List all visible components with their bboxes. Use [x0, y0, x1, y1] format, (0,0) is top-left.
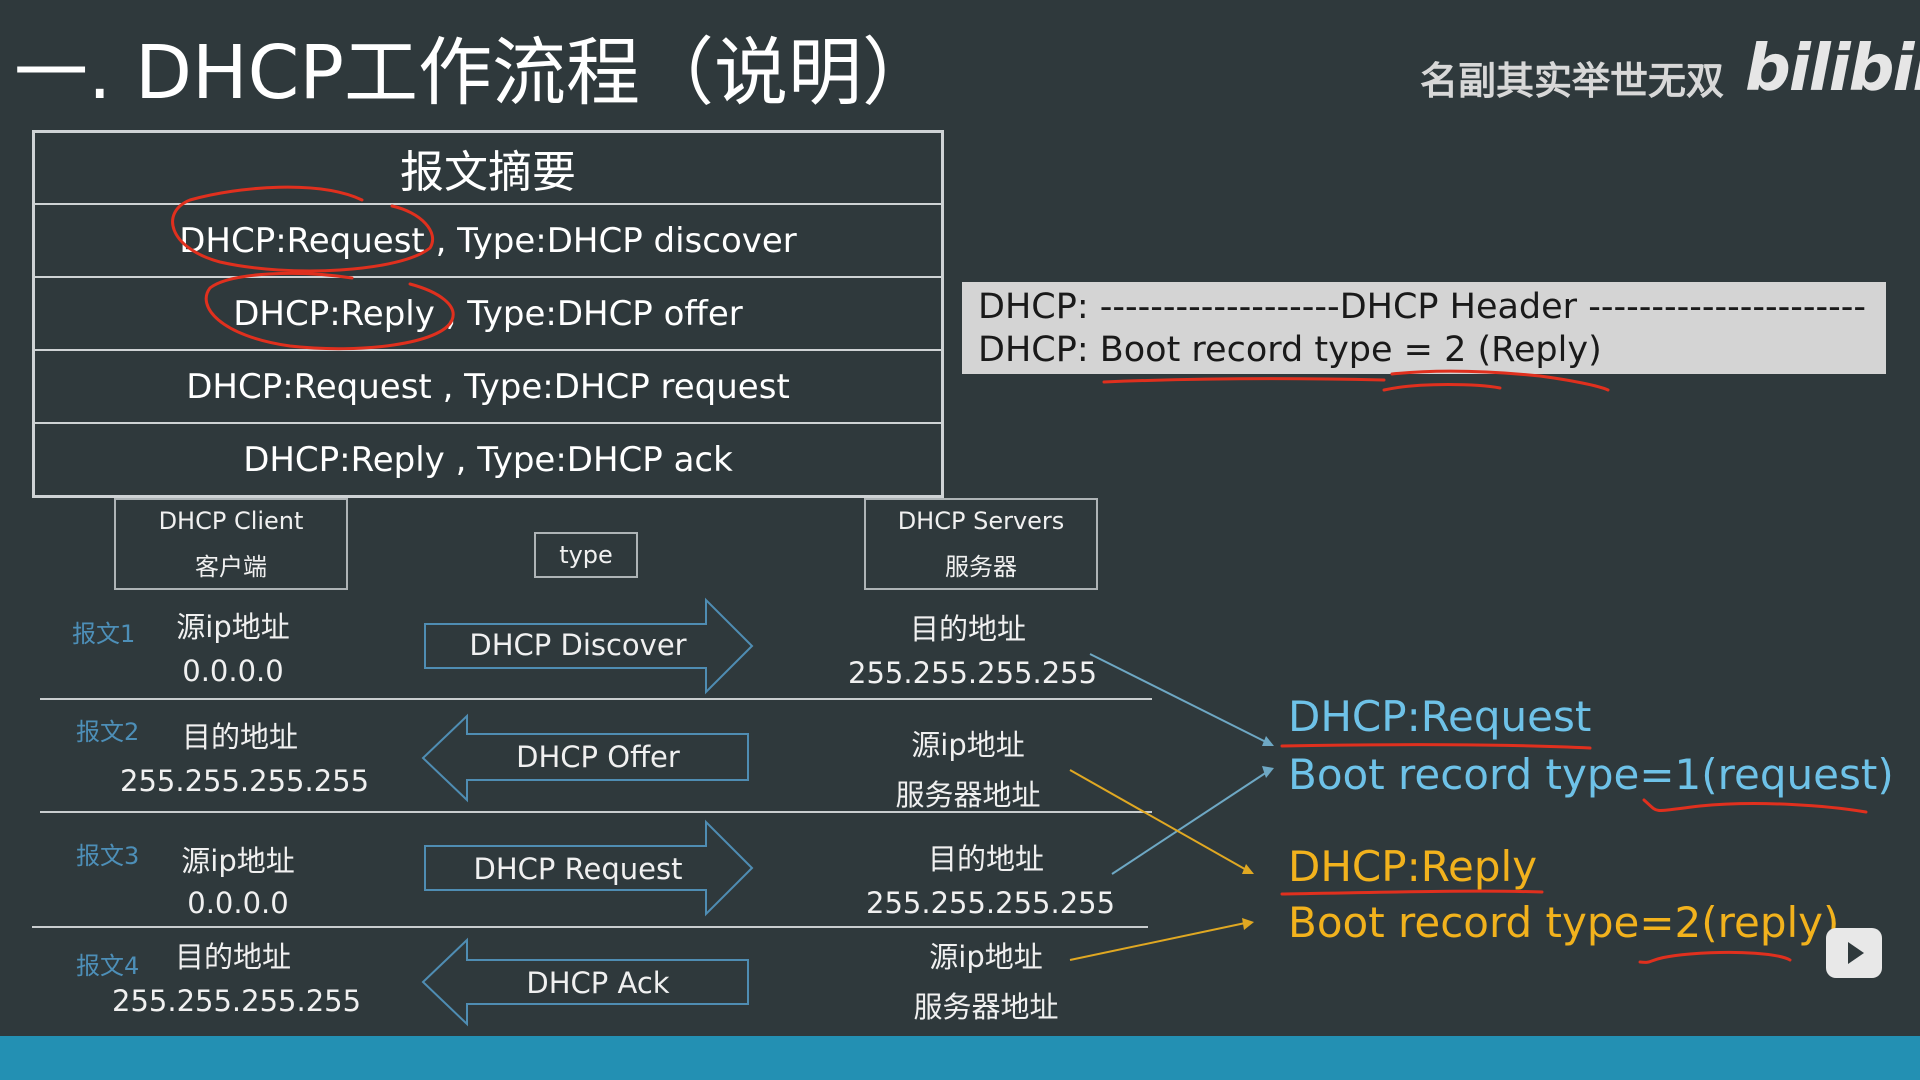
- reply-note-detail: Boot record type=2(reply): [1288, 898, 1840, 947]
- client-title: DHCP Client: [158, 507, 304, 535]
- server-subtitle: 服务器: [945, 553, 1017, 581]
- request-note-title: DHCP:Request: [1288, 692, 1592, 741]
- connector-line: [1069, 921, 1251, 961]
- dhcp-header-line: DHCP: -------------------DHCP Header ---…: [978, 287, 1867, 327]
- arrowhead: [1242, 864, 1254, 874]
- annotation-underline: [1102, 377, 1386, 384]
- message-label: 报文1: [72, 620, 136, 648]
- summary-row: DHCP:Reply , Type:DHCP ack: [35, 422, 941, 495]
- server-box: DHCP Servers 服务器: [864, 498, 1098, 590]
- summary-row: DHCP:Request , Type:DHCP discover: [35, 203, 941, 276]
- summary-table: 报文摘要 DHCP:Request , Type:DHCP discover D…: [32, 130, 944, 498]
- annotation-underline: [1642, 798, 1868, 814]
- dhcp-header-box: DHCP: -------------------DHCP Header ---…: [962, 282, 1886, 374]
- connector-line: [1089, 653, 1271, 745]
- annotation-underline: [1638, 950, 1792, 964]
- client-box: DHCP Client 客户端: [114, 498, 348, 590]
- type-box: type: [534, 532, 638, 578]
- message-left-top: 目的地址: [174, 940, 291, 974]
- message-label: 报文3: [76, 842, 140, 870]
- reply-note-title: DHCP:Reply: [1288, 842, 1538, 891]
- play-icon-glyph: [1848, 942, 1864, 964]
- arrow-label-request: DHCP Request: [473, 852, 683, 886]
- message-left-bottom: 0.0.0.0: [187, 886, 289, 920]
- arrow-offer: [421, 713, 749, 803]
- message-left-top: 源ip地址: [176, 610, 290, 644]
- separator: [32, 926, 1148, 928]
- summary-row: DHCP:Request , Type:DHCP request: [35, 349, 941, 422]
- message-right-top: 源ip地址: [911, 728, 1025, 762]
- message-left-top: 源ip地址: [181, 844, 295, 878]
- server-title: DHCP Servers: [897, 507, 1065, 535]
- annotation-underline: [1280, 743, 1592, 750]
- arrowhead: [1242, 918, 1254, 930]
- arrow-label-offer: DHCP Offer: [516, 740, 680, 774]
- message-right-top: 源ip地址: [929, 940, 1043, 974]
- bottom-bar: [0, 1036, 1920, 1080]
- play-icon[interactable]: [1826, 928, 1882, 978]
- annotation-circle: [204, 271, 455, 351]
- bilibili-logo: bilibili: [1745, 32, 1920, 106]
- separator: [40, 811, 1152, 813]
- message-right-bottom: 服务器地址: [895, 778, 1041, 812]
- arrow-label-discover: DHCP Discover: [469, 628, 687, 662]
- message-left-top: 目的地址: [181, 720, 298, 754]
- message-right-top: 目的地址: [927, 842, 1044, 876]
- summary-header: 报文摘要: [400, 147, 576, 198]
- connector-line: [1111, 769, 1271, 875]
- message-label: 报文4: [76, 952, 140, 980]
- watermark-text: 名副其实举世无双: [1420, 59, 1725, 103]
- message-right-bottom: 255.255.255.255: [848, 656, 1098, 690]
- request-note-detail: Boot record type=1(request): [1288, 750, 1894, 799]
- annotation-underline: [1382, 383, 1502, 392]
- summary-row: DHCP:Reply , Type:DHCP offer: [35, 276, 941, 349]
- message-label: 报文2: [76, 718, 140, 746]
- annotation-underline: [1280, 889, 1544, 896]
- arrowhead: [1262, 766, 1274, 778]
- connector-line: [1069, 769, 1251, 873]
- message-left-bottom: 0.0.0.0: [182, 654, 284, 688]
- arrow-label-ack: DHCP Ack: [526, 966, 670, 1000]
- message-right-bottom: 服务器地址: [913, 990, 1059, 1024]
- arrow-ack: [421, 937, 749, 1027]
- message-left-bottom: 255.255.255.255: [112, 984, 362, 1018]
- arrowhead: [1262, 736, 1274, 746]
- slide-title: 一. DHCP工作流程（说明）: [14, 30, 936, 116]
- arrow-request: [424, 819, 754, 917]
- client-subtitle: 客户端: [195, 553, 267, 581]
- message-left-bottom: 255.255.255.255: [120, 764, 370, 798]
- separator: [40, 698, 1152, 700]
- arrow-discover: [424, 597, 754, 695]
- message-right-top: 目的地址: [909, 612, 1026, 646]
- message-right-bottom: 255.255.255.255: [866, 886, 1116, 920]
- annotation-underline: [1390, 369, 1610, 392]
- boot-record-line: DHCP: Boot record type = 2 (Reply): [978, 330, 1602, 370]
- annotation-circle: [171, 185, 434, 273]
